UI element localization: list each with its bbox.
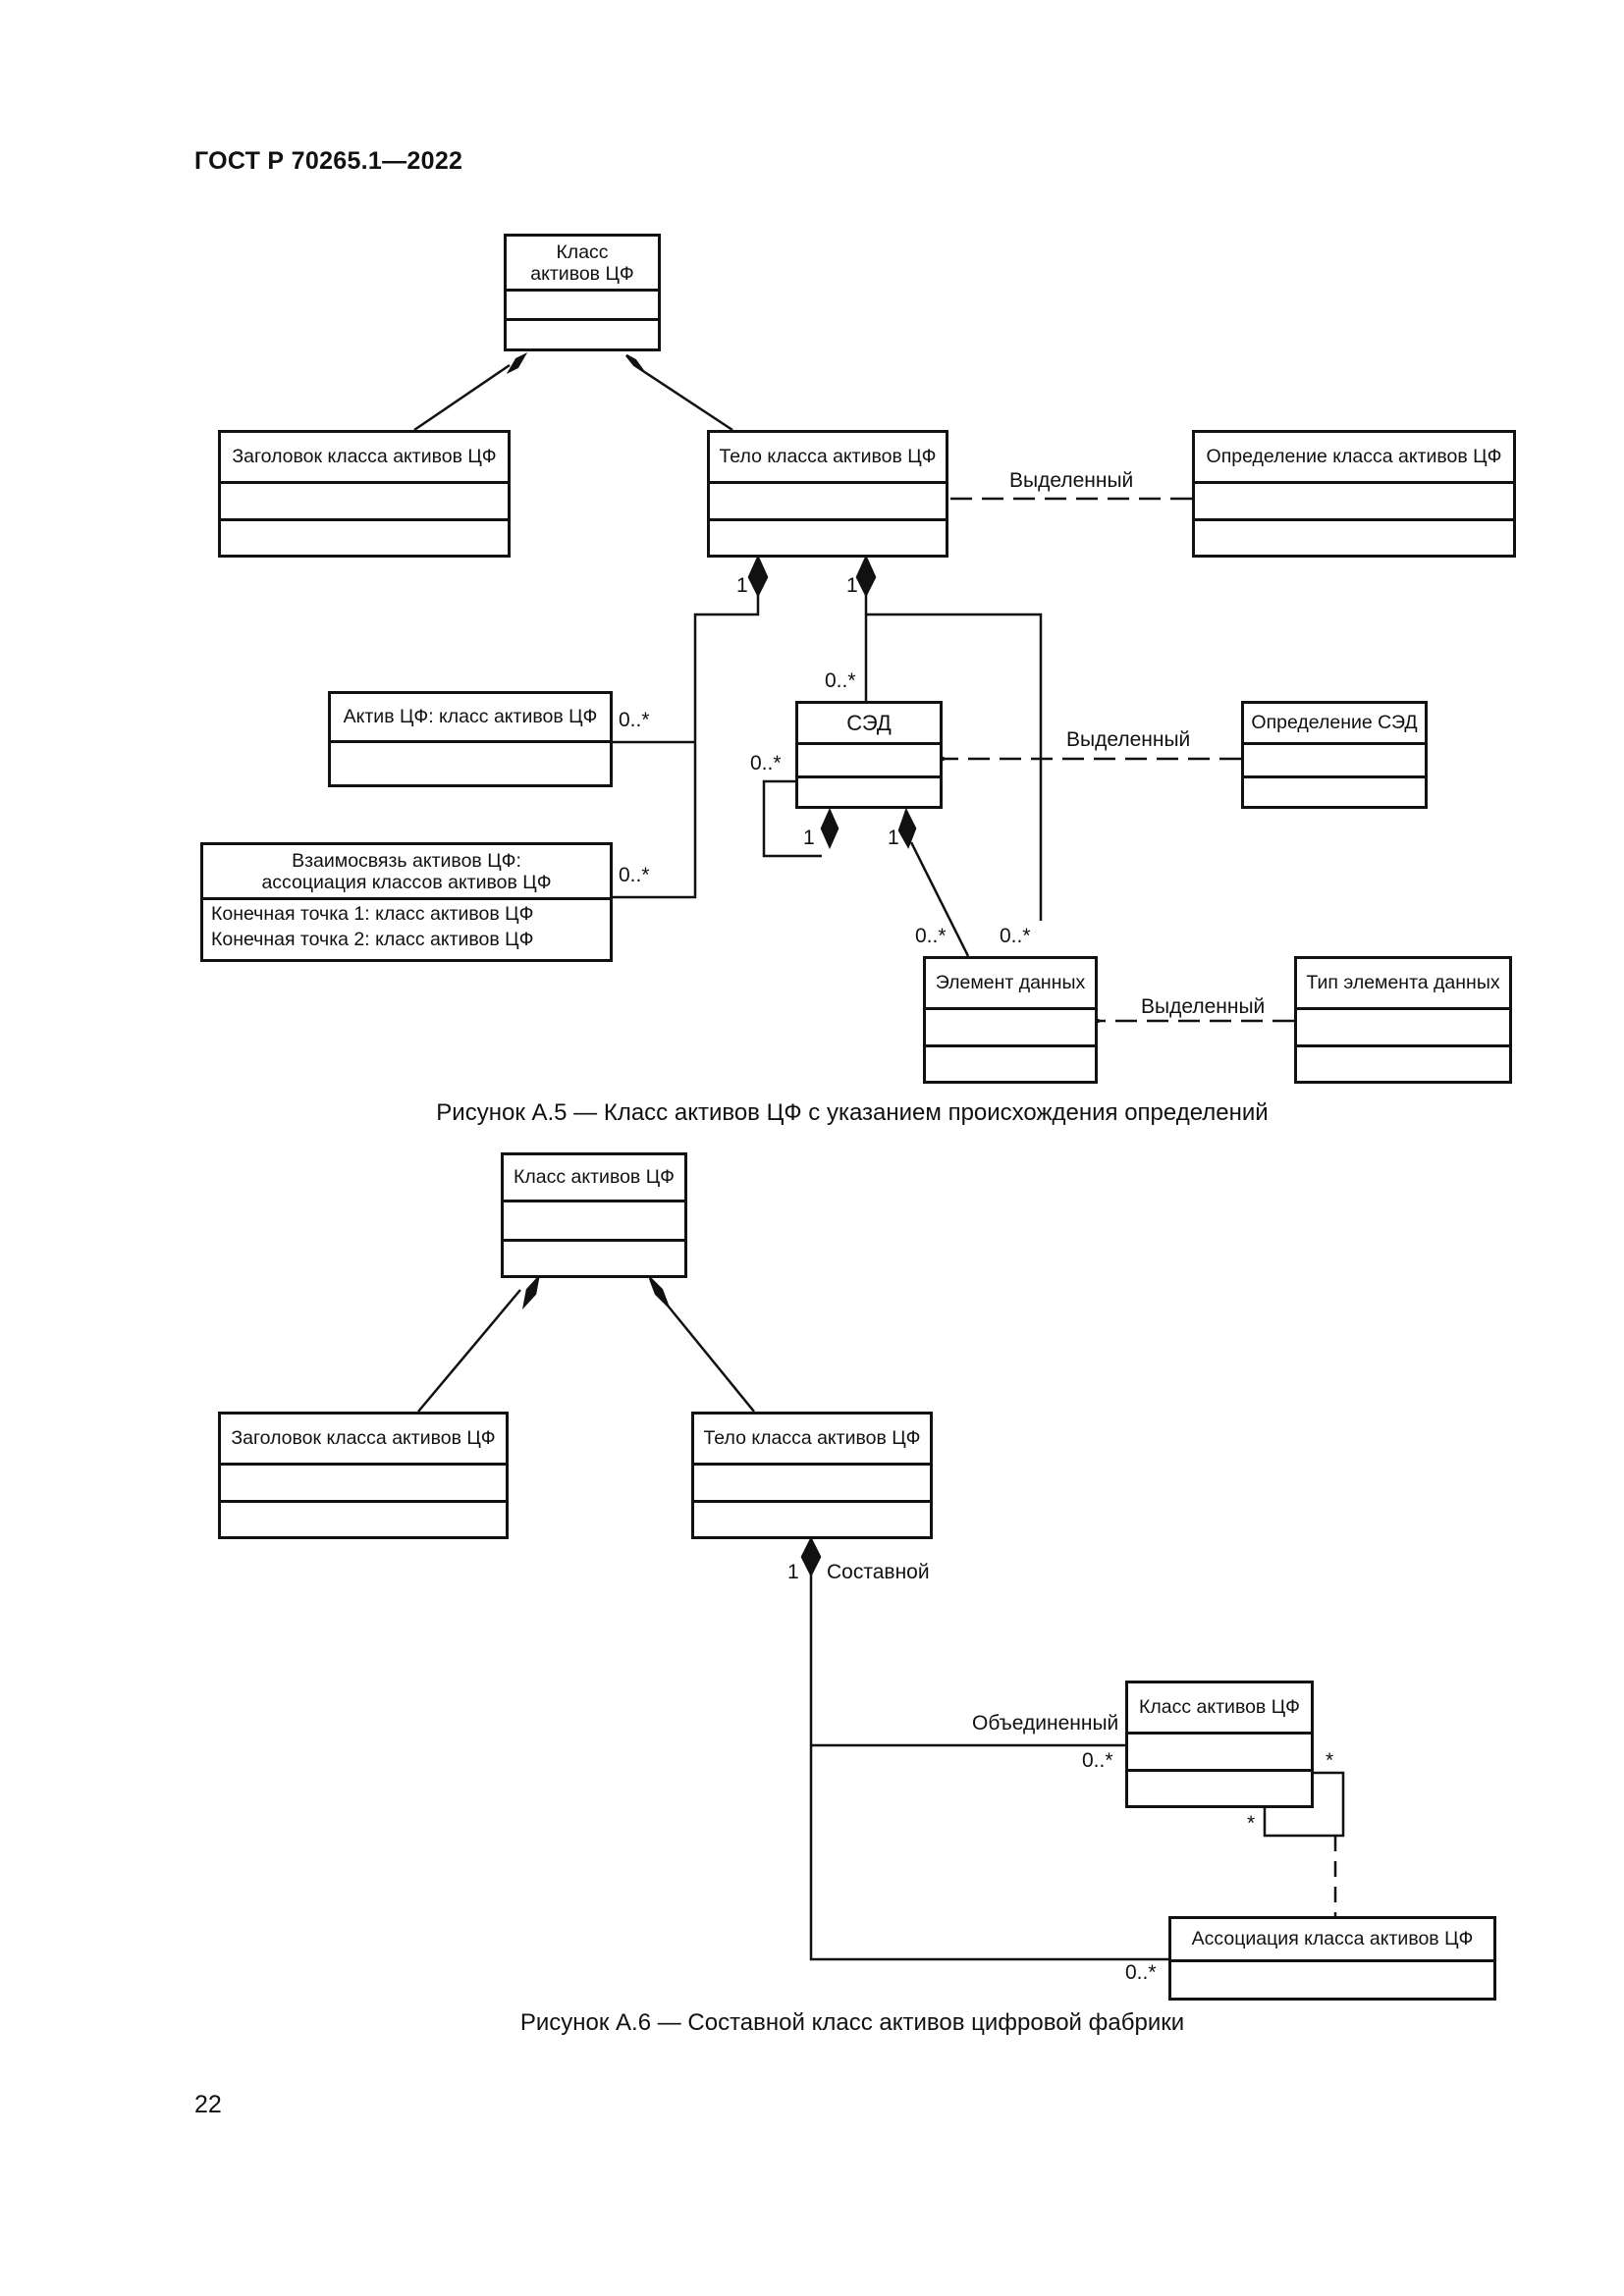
a5-derived-sed-label: Выделенный <box>1066 728 1191 751</box>
a6-mult-self-bottom: * <box>1247 1812 1256 1835</box>
a5-composition-header-line <box>413 363 511 432</box>
a5-class-data-element: Элемент данных <box>923 956 1098 1084</box>
a5-class-sed-definition: Определение СЭД <box>1241 701 1428 809</box>
a5-mult-body-right: 1 <box>846 574 858 597</box>
a6-asset-class-title: Класс активов ЦФ <box>514 1166 675 1188</box>
a5-mult-element-left: 0..* <box>915 925 947 947</box>
a6-composition-body-line <box>667 1305 755 1413</box>
a6-united-label: Объединенный <box>972 1712 1119 1735</box>
a5-derived-element-label: Выделенный <box>1141 995 1266 1018</box>
a6-composition-body-diamond <box>648 1277 670 1307</box>
a5-asset-class-title-2: активов ЦФ <box>530 262 634 285</box>
a5-body-right-diamond <box>855 554 877 598</box>
figure-a6-caption: Рисунок А.6 — Составной класс активов ци… <box>519 2009 1185 2036</box>
a6-header-title: Заголовок класса активов ЦФ <box>231 1427 496 1449</box>
a6-composite-label: Составной <box>827 1561 930 1583</box>
a5-composition-body-diamond <box>625 353 645 373</box>
a5-relationship-attr-1: Конечная точка 1: класс активов ЦФ <box>211 903 534 925</box>
a5-class-asset: Актив ЦФ: класс активов ЦФ <box>328 691 613 787</box>
a6-mult-association: 0..* <box>1125 1961 1157 1984</box>
a6-class-body: Тело класса активов ЦФ <box>691 1412 933 1539</box>
a6-mult-nested: 0..* <box>1082 1749 1113 1772</box>
a6-class-header: Заголовок класса активов ЦФ <box>218 1412 509 1539</box>
a5-mult-sed-top: 0..* <box>825 669 856 692</box>
a6-association-title: Ассоциация класса активов ЦФ <box>1191 1928 1474 1949</box>
a6-composition-header-diamond <box>521 1273 541 1310</box>
a5-body-left-line <box>613 595 760 899</box>
a5-data-element-type-title: Тип элемента данных <box>1306 972 1500 993</box>
a5-composition-body-line <box>642 369 733 432</box>
a5-composition-header-diamond <box>506 352 528 374</box>
a5-mult-sed-self-one: 1 <box>803 827 815 849</box>
a5-header-title: Заголовок класса активов ЦФ <box>232 446 497 467</box>
a5-class-asset-class: Класс активов ЦФ <box>504 234 661 351</box>
a5-class-relationship: Взаимосвязь активов ЦФ: ассоциация класс… <box>200 842 613 962</box>
a6-class-nested: Класс активов ЦФ <box>1125 1681 1314 1808</box>
a5-class-sed: СЭД <box>795 701 943 809</box>
a5-data-element-title: Элемент данных <box>935 972 1086 993</box>
a5-asset-title: Актив ЦФ: класс активов ЦФ <box>343 706 598 727</box>
a6-body-title: Тело класса активов ЦФ <box>703 1427 921 1449</box>
a5-class-data-element-type: Тип элемента данных <box>1294 956 1512 1084</box>
a5-mult-sed-self: 0..* <box>750 752 782 774</box>
a6-composite-line <box>809 1575 1168 1961</box>
a6-class-asset-class: Класс активов ЦФ <box>501 1152 687 1278</box>
a5-definition-title: Определение класса активов ЦФ <box>1206 446 1502 467</box>
a6-mult-body-one: 1 <box>787 1561 799 1583</box>
a5-relationship-attr-2: Конечная точка 2: класс активов ЦФ <box>211 929 534 950</box>
a5-mult-asset: 0..* <box>619 709 650 731</box>
a5-asset-class-title-1: Класс <box>556 240 609 263</box>
a5-sed-self-diamond <box>820 807 839 850</box>
a6-composition-header-line <box>417 1289 521 1413</box>
a5-mult-body-left: 1 <box>736 574 748 597</box>
a5-body-left-diamond <box>747 554 769 598</box>
a5-sed-element-diamond <box>897 807 917 849</box>
page-number: 22 <box>194 2091 222 2118</box>
a5-class-definition: Определение класса активов ЦФ <box>1192 430 1516 558</box>
a5-mult-sed-one: 1 <box>888 827 899 849</box>
a5-body-title: Тело класса активов ЦФ <box>719 446 937 467</box>
a6-class-association: Ассоциация класса активов ЦФ <box>1168 1916 1496 2001</box>
a6-body-diamond <box>800 1536 822 1577</box>
a5-class-body: Тело класса активов ЦФ <box>707 430 948 558</box>
a5-mult-element-right: 0..* <box>1000 925 1031 947</box>
a6-nested-title: Класс активов ЦФ <box>1139 1696 1300 1718</box>
a6-mult-self-top: * <box>1326 1749 1334 1772</box>
figure-a5-caption: Рисунок А.5 — Класс активов ЦФ с указани… <box>436 1099 1269 1126</box>
a5-derived-body-label: Выделенный <box>1009 469 1134 492</box>
a5-sed-title: СЭД <box>846 711 892 735</box>
a5-mult-relationship: 0..* <box>619 864 650 886</box>
a5-class-header: Заголовок класса активов ЦФ <box>218 430 511 558</box>
a5-sed-definition-title: Определение СЭД <box>1251 712 1418 733</box>
a5-relationship-title-2: ассоциация классов активов ЦФ <box>261 871 552 893</box>
a5-relationship-title-1: Взаимосвязь активов ЦФ: <box>292 849 521 872</box>
document-header: ГОСТ Р 70265.1—2022 <box>194 147 463 175</box>
